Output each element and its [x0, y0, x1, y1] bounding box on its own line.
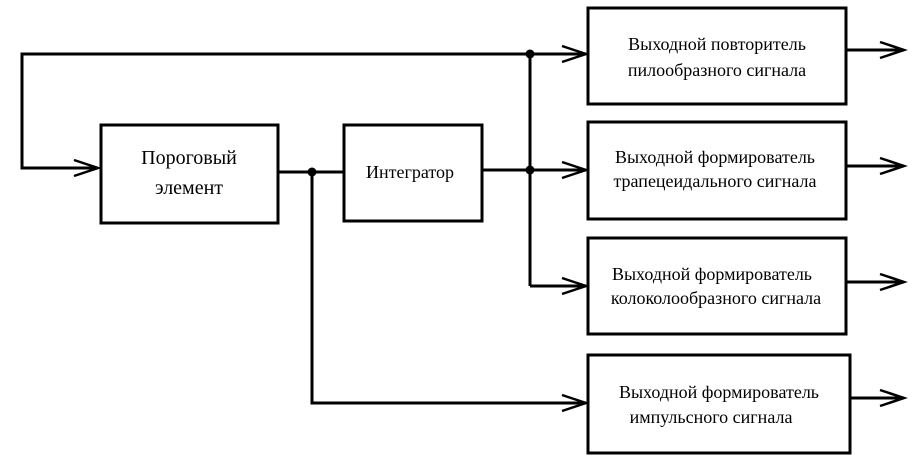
sawtooth-label-line1: Выходной повторитель: [628, 34, 806, 54]
arrowhead-pulse-output: [879, 388, 908, 408]
arrowhead-sawtooth-output: [879, 40, 908, 60]
feedback-wire: [20, 52, 530, 170]
threshold-label-line1: Пороговый: [141, 147, 237, 169]
pulse-output-block: Выходной формирователь импульсного сигна…: [586, 353, 852, 455]
junction-dot-threshold: [307, 167, 317, 177]
threshold-block: Пороговый элемент: [99, 123, 280, 225]
integrator-block: Интегратор: [342, 123, 484, 223]
bell-output-block: Выходной формирователь колоколообразного…: [586, 236, 848, 336]
trapezoid-label-line1: Выходной формирователь: [615, 147, 815, 167]
sawtooth-output-block: Выходной повторитель пилообразного сигна…: [586, 6, 848, 106]
junction-dot-top: [525, 49, 535, 59]
junction-dots: [307, 49, 535, 177]
arrowhead-bell-output: [879, 272, 908, 292]
trapezoid-output-block: Выходной формирователь трапецеидального …: [586, 120, 848, 221]
junction-dot-integrator: [525, 165, 535, 175]
arrowhead-bell-input: [561, 276, 590, 296]
arrowheads: [73, 40, 908, 413]
arrowhead-sawtooth-input: [561, 44, 590, 64]
arrowhead-trapezoid-input: [561, 160, 590, 180]
threshold-to-pulse-wire: [310, 172, 586, 405]
bell-label-line1: Выходной формирователь: [612, 264, 812, 284]
arrowhead-threshold-input: [73, 158, 102, 178]
integrator-label: Интегратор: [366, 162, 454, 182]
pulse-label-line2: импульсного сигнала: [630, 407, 793, 427]
bell-label-line2: колоколообразного сигнала: [611, 288, 821, 308]
arrowhead-pulse-input: [561, 393, 590, 413]
connection-lines: [20, 48, 904, 405]
pulse-label-line1: Выходной формирователь: [619, 382, 819, 402]
sawtooth-label-line2: пилообразного сигнала: [628, 60, 806, 80]
threshold-label-line2: элемент: [155, 177, 223, 199]
trapezoid-label-line2: трапецеидального сигнала: [613, 171, 816, 191]
arrowhead-trapezoid-output: [879, 156, 908, 176]
